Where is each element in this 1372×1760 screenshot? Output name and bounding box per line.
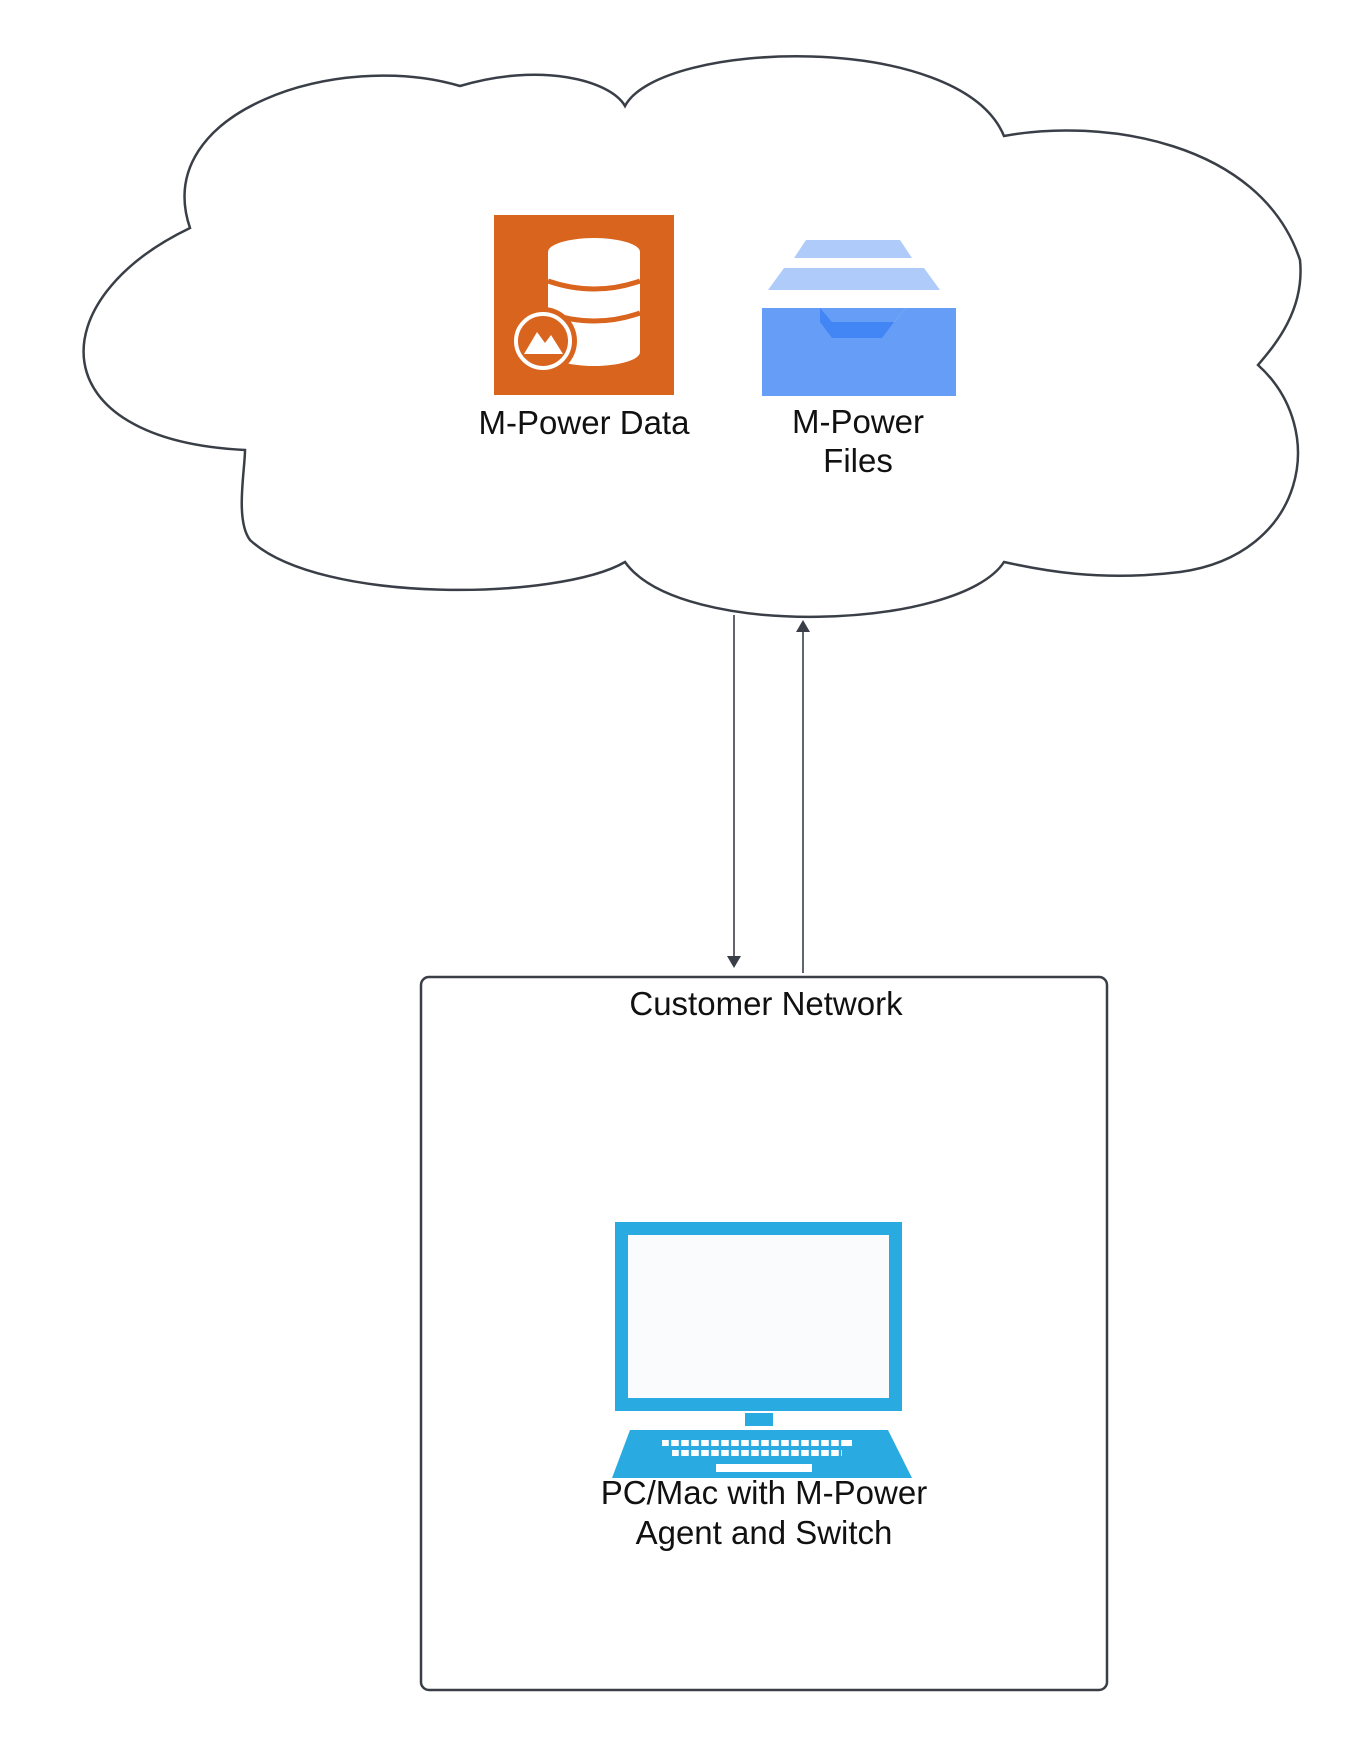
- mpower-files-label-line1: M-Power: [792, 403, 924, 440]
- device-label-line1: PC/Mac with M-Power: [601, 1474, 927, 1511]
- mpower-files-label-line2: Files: [823, 442, 893, 479]
- laptop-icon: [612, 1222, 912, 1478]
- device-label-line2: Agent and Switch: [636, 1514, 893, 1551]
- cloud-shape: [82, 55, 1302, 618]
- mpower-data-label: M-Power Data: [479, 404, 691, 441]
- database-icon: [494, 215, 674, 395]
- file-drawer-icon: [762, 240, 956, 396]
- customer-network-title: Customer Network: [629, 985, 903, 1022]
